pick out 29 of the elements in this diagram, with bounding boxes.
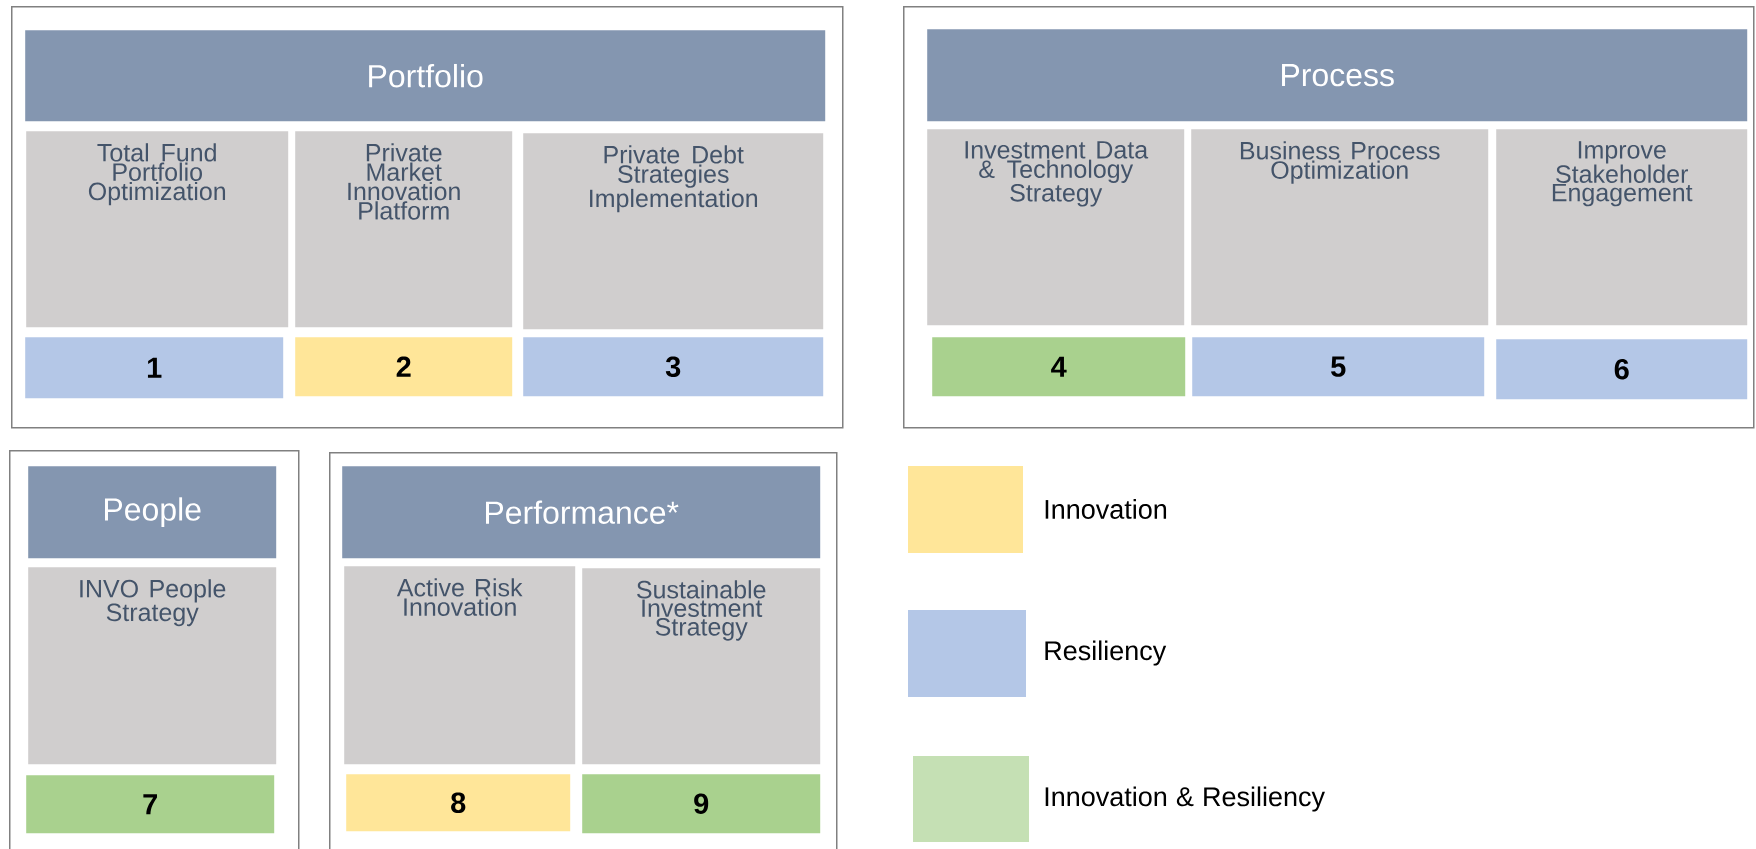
section-header: Portfolio xyxy=(25,30,826,122)
section-header: Performance* xyxy=(342,466,821,559)
initiative-box: Active Risk Innovation xyxy=(344,566,576,765)
number-bar: 2 xyxy=(295,337,513,397)
initiative-box: INVO People Strategy xyxy=(28,567,277,765)
number-bar: 8 xyxy=(346,774,571,832)
initiative-box: Sustainable Investment Strategy xyxy=(582,568,821,765)
panel-frame xyxy=(903,6,1755,429)
panel-frame xyxy=(9,450,300,849)
initiative-box: Investment Data & Technology Strategy xyxy=(927,129,1185,326)
number-bar: 9 xyxy=(582,774,821,834)
number-bar: 7 xyxy=(26,775,275,834)
initiative-box: Private Market Innovation Platform xyxy=(295,131,513,328)
number-bar: 4 xyxy=(932,337,1186,397)
initiative-box: Private Debt Strategies Implementation xyxy=(523,133,824,330)
legend-label: Innovation xyxy=(1045,499,1167,519)
legend-label: Resiliency xyxy=(1045,640,1167,666)
initiative-box: Business Process Optimization xyxy=(1191,129,1489,326)
number-bar: 1 xyxy=(25,337,284,399)
number-bar: 3 xyxy=(523,337,824,397)
panel-frame xyxy=(11,6,844,429)
initiative-box: Improve Stakeholder Engagement xyxy=(1496,129,1748,326)
section-header: People xyxy=(28,466,277,559)
number-bar: 6 xyxy=(1496,339,1748,400)
section-header: Process xyxy=(927,29,1748,122)
initiative-box: Total Fund Portfolio Optimization xyxy=(26,131,289,328)
panel-frame xyxy=(329,452,838,849)
legend-label: Innovation & Resiliency xyxy=(1045,786,1325,812)
number-bar: 5 xyxy=(1192,337,1485,397)
